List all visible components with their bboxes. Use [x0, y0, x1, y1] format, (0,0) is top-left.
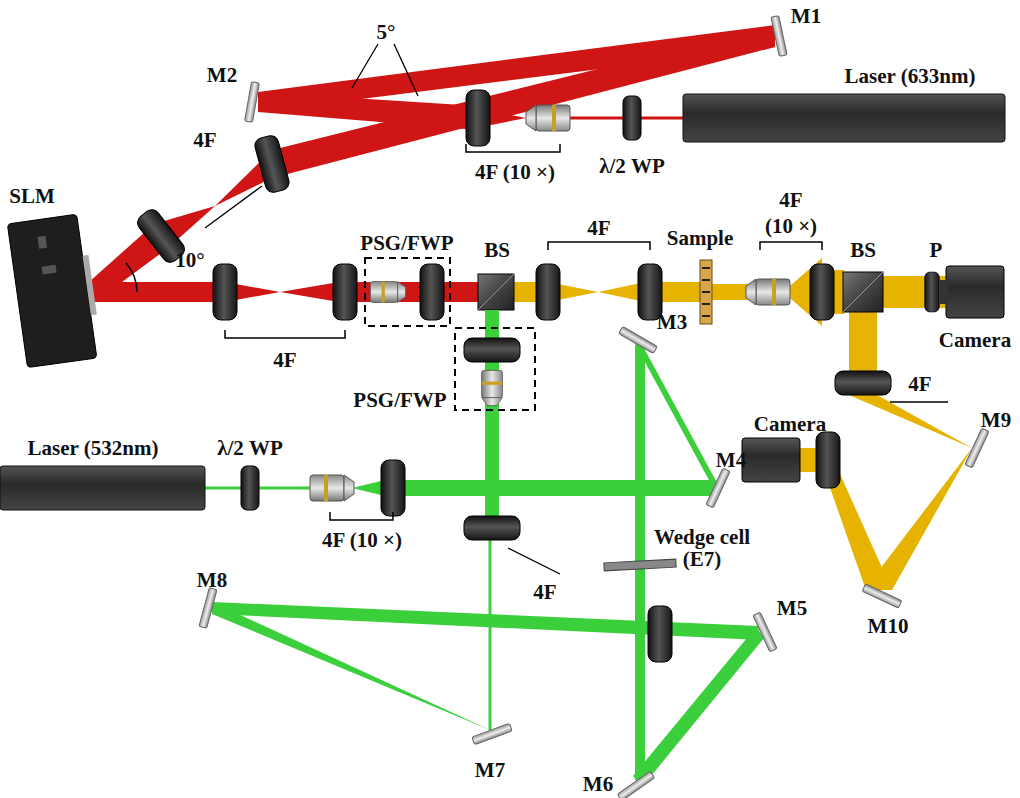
- component-label: M6: [583, 773, 613, 795]
- component-label: M10: [868, 615, 909, 637]
- component-label: Sample: [667, 227, 734, 249]
- component-label: PSG/FWP: [353, 389, 446, 411]
- component-label: 4F: [273, 349, 296, 371]
- component-label: Camera: [754, 413, 826, 435]
- component-label: M5: [777, 597, 807, 619]
- component-label: M3: [657, 311, 687, 333]
- component-label: 4F: [779, 189, 802, 211]
- green-components: [0, 327, 777, 798]
- component-label: 5°: [377, 21, 396, 43]
- red-beam: [89, 25, 775, 303]
- component-label: Wedge cell (E7): [647, 526, 757, 570]
- component-label: M4: [716, 449, 746, 471]
- component-label: PSG/FWP: [360, 232, 453, 254]
- component-label: 4F: [533, 581, 556, 603]
- component-label: λ/2 WP: [217, 437, 283, 459]
- component-label: Camera: [939, 329, 1011, 351]
- component-label: M7: [475, 759, 505, 781]
- component-label: P: [930, 239, 943, 261]
- component-label: (10 ×): [765, 215, 817, 237]
- component-label: 4F: [908, 373, 931, 395]
- component-label: M8: [197, 569, 227, 591]
- component-label: M9: [981, 409, 1011, 431]
- yellow-components: [478, 242, 1004, 608]
- component-label: Laser (532nm): [28, 437, 159, 459]
- component-label: M2: [207, 64, 237, 86]
- component-label: BS: [484, 239, 510, 261]
- component-label: 10°: [175, 249, 204, 271]
- component-label: 4F (10 ×): [322, 529, 402, 551]
- component-label: SLM: [9, 185, 55, 207]
- component-label: 4F: [193, 129, 216, 151]
- component-label: BS: [850, 239, 876, 261]
- yellow-beam: [514, 258, 972, 590]
- component-label: 4F: [587, 217, 610, 239]
- component-label: 4F (10 ×): [475, 161, 555, 183]
- component-label: M1: [791, 5, 821, 27]
- component-label: λ/2 WP: [599, 155, 665, 177]
- green-beam: [205, 310, 764, 787]
- component-label: Laser (633nm): [845, 65, 976, 87]
